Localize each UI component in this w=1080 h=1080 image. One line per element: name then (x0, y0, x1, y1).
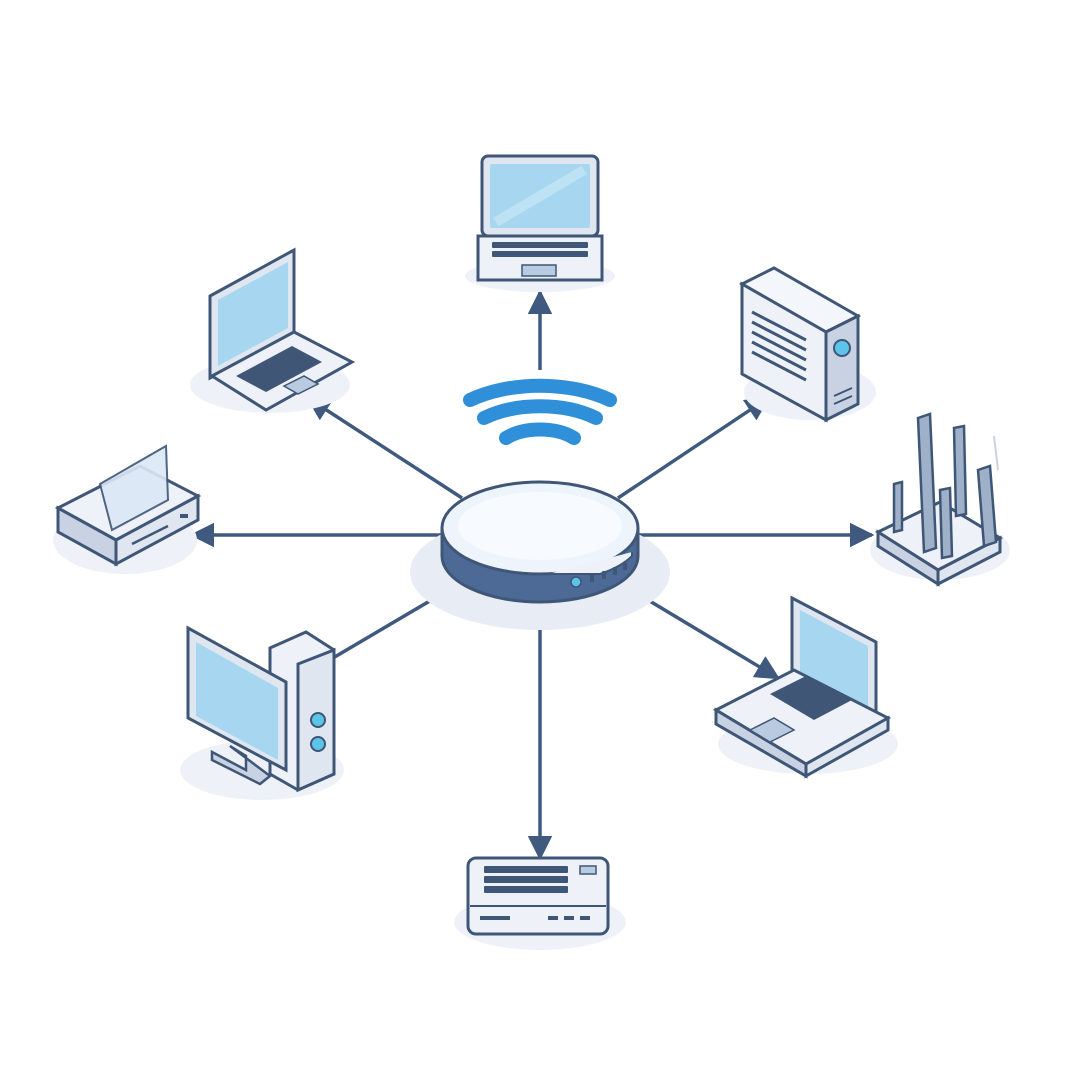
keyboard-icon (484, 866, 568, 893)
hub-router[interactable] (410, 480, 670, 630)
antenna-icon (892, 412, 998, 560)
link-upper-left-laptop (305, 396, 463, 500)
access-point[interactable] (53, 444, 202, 574)
wifi-signal-icon (463, 378, 617, 445)
top-laptop[interactable] (465, 154, 615, 292)
desktop-screen (196, 642, 278, 760)
server-tower[interactable] (738, 266, 876, 423)
lower-right-laptop[interactable] (712, 595, 898, 779)
touchpad (521, 264, 557, 277)
drive-icon (310, 712, 326, 728)
power-button-icon (833, 339, 851, 357)
antenna-router[interactable] (870, 412, 1010, 587)
keyboard-icon (492, 242, 588, 257)
desktop-computer[interactable] (180, 625, 344, 800)
laptop-screen (800, 610, 868, 708)
link-server-tower (617, 396, 771, 500)
keyboard-device[interactable] (454, 856, 626, 950)
upper-left-laptop[interactable] (190, 247, 356, 413)
laptop-screen (218, 262, 288, 366)
vent-icon (751, 310, 807, 382)
hub-led-icon (570, 576, 582, 588)
